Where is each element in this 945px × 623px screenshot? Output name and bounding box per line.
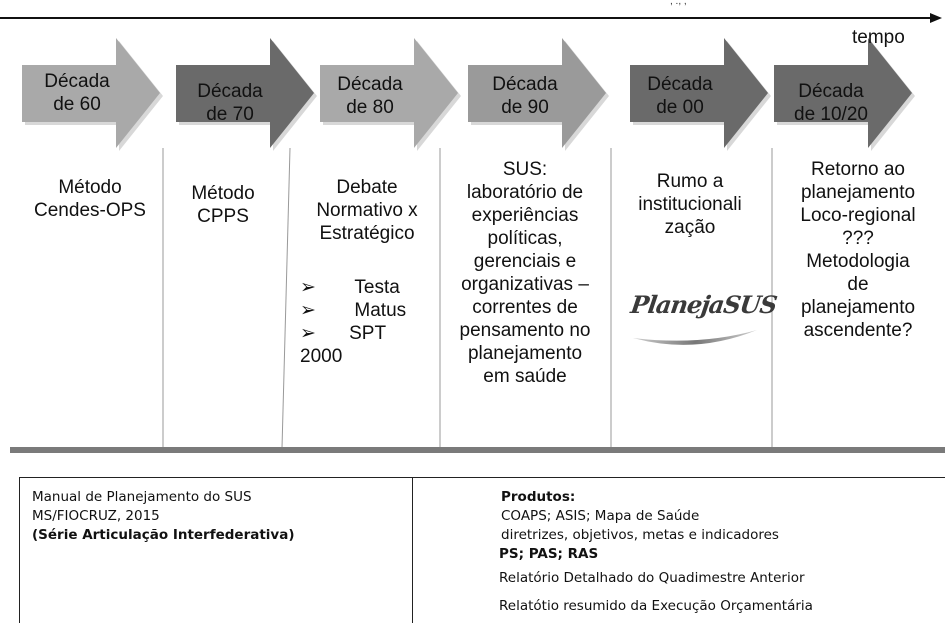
- period-arrow: [774, 38, 912, 148]
- bullet-item: ➢ SPT: [300, 323, 387, 344]
- footer-source-line1: Manual de Planejamento do SUS: [32, 489, 252, 505]
- period-arrows: [22, 38, 915, 151]
- period-arrow: [630, 38, 768, 148]
- bullet-item: ➢ Testa: [300, 277, 400, 298]
- period-arrow: [22, 38, 160, 148]
- footer-source-line2: MS/FIOCRUZ, 2015: [32, 508, 160, 524]
- timeline-baseline: [10, 447, 945, 453]
- footer-products-heading: Produtos:: [501, 489, 576, 505]
- top-cut-fragment: , ., ,: [670, 0, 687, 7]
- period-arrow: [176, 38, 314, 148]
- footer-products-line3: PS; PAS; RAS: [499, 546, 599, 562]
- planejasus-logo: PlanejaSUS: [625, 280, 778, 360]
- logo-swoosh: [633, 330, 757, 345]
- period-80-bullet-list: ➢ Testa ➢ Matus ➢ SPT 2000: [300, 276, 406, 368]
- footer-products-line4: Relatório Detalhado do Quadimestre Anter…: [499, 570, 805, 586]
- axis-label-tempo: tempo: [852, 27, 905, 48]
- period-arrow: [320, 38, 458, 148]
- timeline-graphic: [0, 13, 945, 453]
- logo-wordmark: PlanejaSUS: [628, 290, 779, 319]
- bullet-item: ➢ Matus: [300, 300, 407, 321]
- footer-source-line3: (Série Articulação Interfederativa): [32, 527, 295, 543]
- footer-products-line2: diretrizes, objetivos, metas e indicador…: [501, 527, 779, 543]
- footer-products-line1: COAPS; ASIS; Mapa de Saúde: [501, 508, 700, 524]
- bullet-trailing: 2000: [300, 346, 343, 367]
- footer-source-box: Manual de Planejamento do SUS MS/FIOCRUZ…: [19, 477, 413, 623]
- period-arrow: [468, 38, 606, 148]
- footer-products-line5: Relatótio resumido da Execução Orçamentá…: [499, 598, 813, 614]
- period-10-20-text: Retorno ao planejamento Loco-regional ??…: [800, 159, 916, 341]
- column-divider: [281, 147, 291, 449]
- time-axis-arrowhead: [930, 13, 942, 23]
- footer-products-box: Produtos: COAPS; ASIS; Mapa de Saúde dir…: [412, 477, 945, 623]
- period-90-text: SUS: laboratório de experiências polític…: [459, 159, 591, 387]
